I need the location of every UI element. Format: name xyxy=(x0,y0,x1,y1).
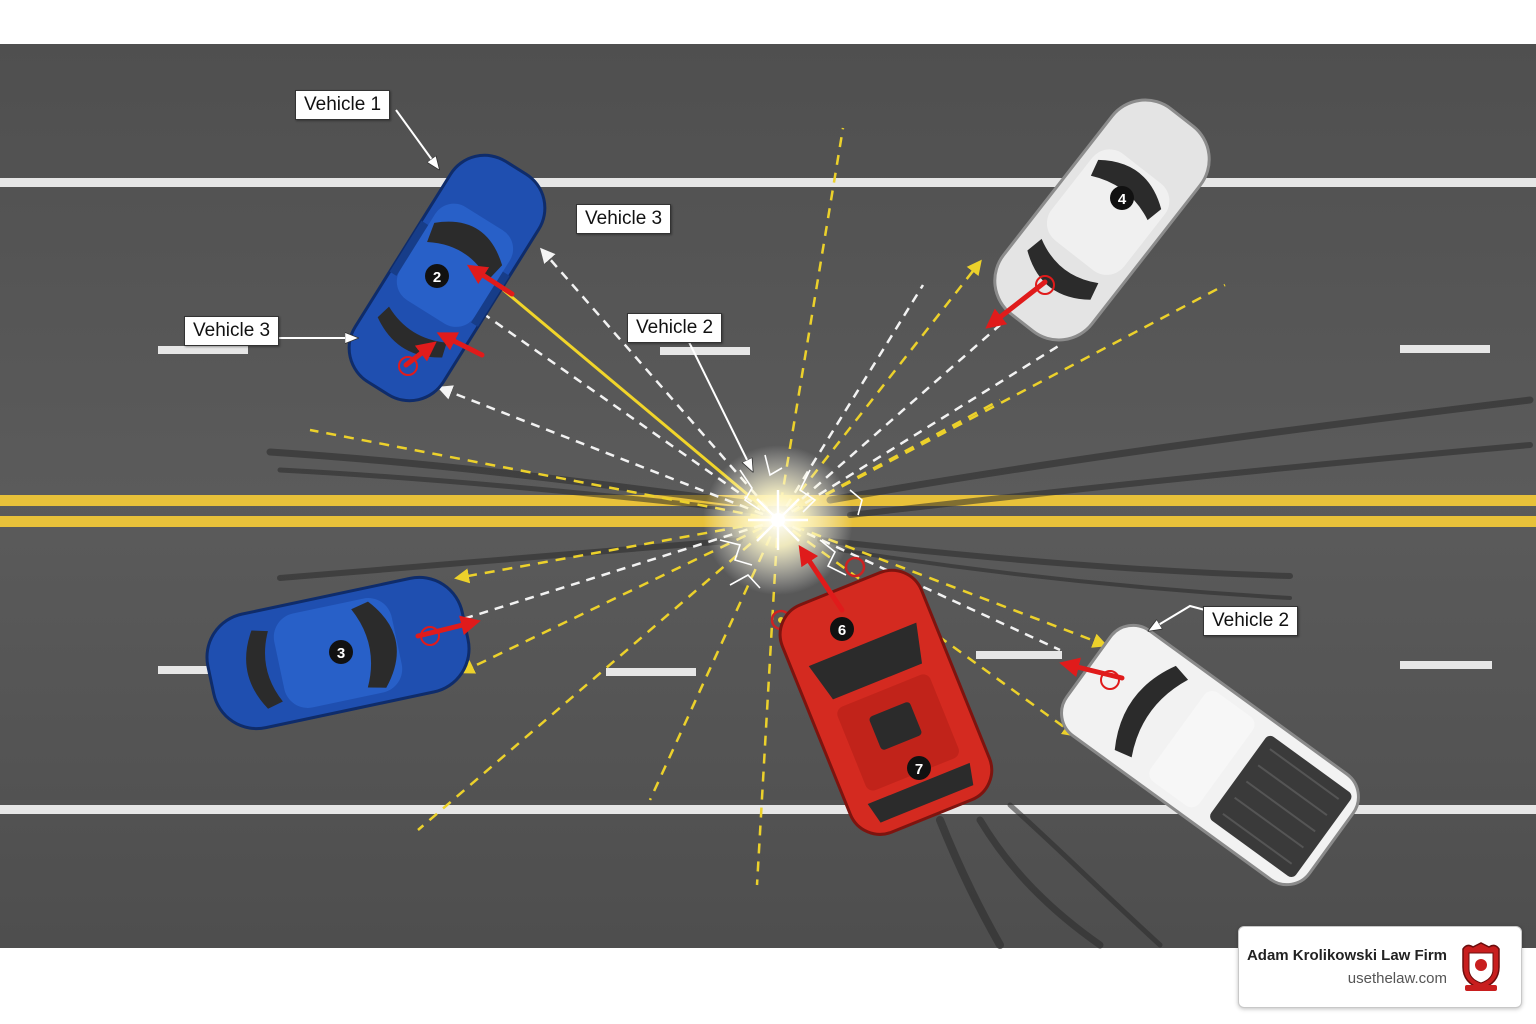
vehicle-6-marker: 6 xyxy=(830,617,854,641)
firm-website[interactable]: usethelaw.com xyxy=(1347,970,1447,987)
svg-text:3: 3 xyxy=(337,645,345,662)
lane-dashes xyxy=(158,345,1492,676)
callout-pointers xyxy=(270,109,1206,630)
damage-marks xyxy=(398,275,1120,690)
svg-text:4: 4 xyxy=(1118,191,1127,208)
edge-line-bottom xyxy=(0,805,1536,814)
label-vehicle-3-upper: Vehicle 3 xyxy=(576,204,672,234)
skid-marks xyxy=(266,396,1534,949)
vehicle-2-marker: 2 xyxy=(425,264,449,288)
svg-text:7: 7 xyxy=(915,761,923,778)
svg-text:2: 2 xyxy=(433,269,441,286)
label-vehicle-3-left: Vehicle 3 xyxy=(184,316,280,346)
edge-line-top xyxy=(0,178,1536,187)
vehicle-4-marker: 4 xyxy=(1110,186,1134,210)
label-vehicle-2-center: Vehicle 2 xyxy=(627,313,723,343)
label-vehicle-2-right: Vehicle 2 xyxy=(1203,606,1299,636)
firm-name: Adam Krolikowski Law Firm xyxy=(1246,947,1447,964)
law-firm-badge[interactable]: Adam Krolikowski Law Firm usethelaw.com xyxy=(1238,926,1522,1008)
vehicle-3-marker: 3 xyxy=(329,640,353,664)
vehicle-white-pickup xyxy=(1060,623,1360,887)
svg-text:6: 6 xyxy=(838,622,846,639)
crest-logo-icon xyxy=(1462,942,1500,991)
force-arrows xyxy=(403,264,1125,681)
label-vehicle-1: Vehicle 1 xyxy=(295,90,391,120)
vehicle-7-marker: 7 xyxy=(907,756,931,780)
